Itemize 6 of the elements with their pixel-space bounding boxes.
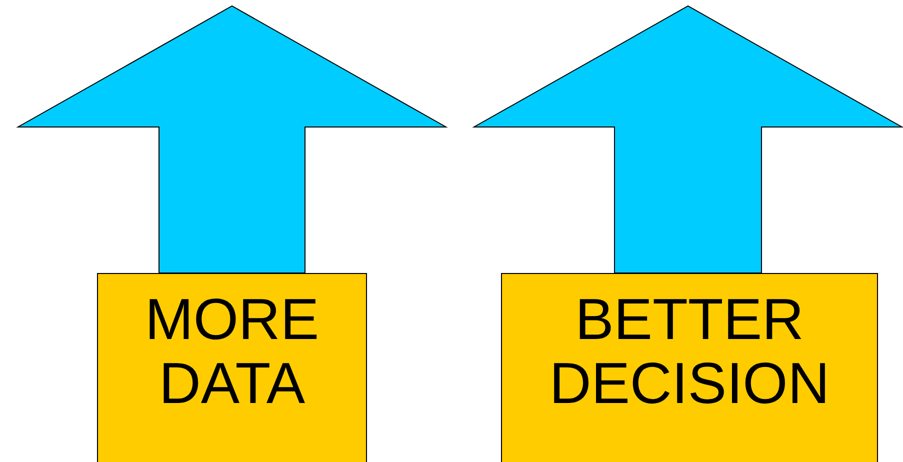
label-box xyxy=(501,273,878,462)
box-label: MORE DATA xyxy=(144,288,320,416)
block-arrow xyxy=(16,5,448,274)
label-box xyxy=(97,273,367,462)
block-arrow xyxy=(472,5,903,274)
box-label: BETTER DECISION xyxy=(548,288,831,416)
